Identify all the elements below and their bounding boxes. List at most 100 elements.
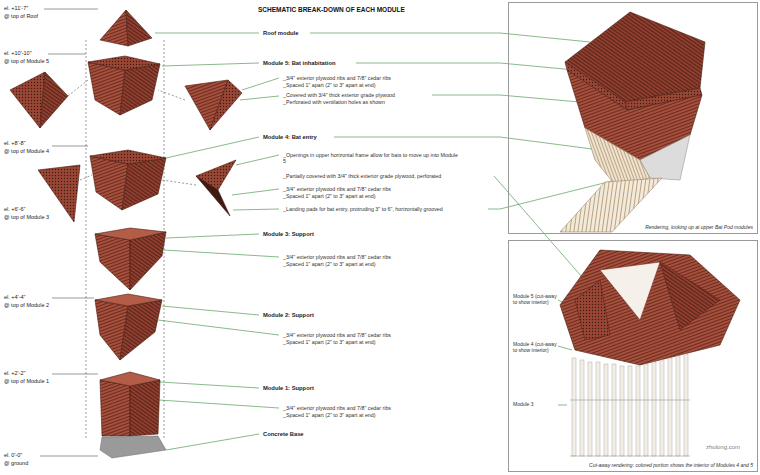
leader-line (236, 155, 279, 165)
module-shell (560, 250, 740, 365)
module-callout: Module 3: Support (263, 231, 314, 238)
leader-line (159, 400, 279, 408)
elevation-label: el. +2'-2" (4, 370, 26, 377)
cladding-piece (196, 176, 230, 216)
module-3 (95, 228, 166, 290)
rib-slat (652, 362, 656, 456)
leader-line (158, 320, 279, 335)
leader-line (160, 382, 259, 388)
leader-line (155, 33, 279, 450)
module-face (100, 380, 130, 436)
roof-face (100, 10, 128, 46)
module-tag: Module 4 (cut-away to show interior) (513, 341, 557, 353)
module-tag: Module 3 (513, 401, 557, 407)
spec-note: _Perforated with ventilation holes as sh… (283, 99, 385, 105)
elevation-label: @ top of Module 2 (4, 302, 49, 309)
elevation-tick (44, 9, 98, 10)
module-face (90, 156, 128, 210)
module-callout: Concrete Base (263, 431, 304, 438)
leader-line (233, 209, 279, 210)
leader-line (240, 96, 279, 100)
pod-rendering (560, 12, 705, 232)
rib-slat (636, 366, 640, 456)
rib-slat (660, 360, 664, 456)
elevation-tick (52, 146, 88, 147)
rib-frame (570, 456, 690, 457)
module-4 (38, 150, 236, 222)
module-face (120, 300, 162, 360)
leader-line (166, 434, 259, 450)
elevation-label: el. +11'-7" (4, 5, 28, 12)
rendering-caption: Rendering, looking up at upper Bat Pod m… (645, 224, 753, 230)
elevation-label: el. +4'-4" (4, 294, 26, 301)
support-column (560, 178, 662, 232)
cutaway-rendering (560, 250, 740, 456)
spec-note: _Landing pads for bat entry, protruding … (283, 206, 443, 212)
module-callout: Module 5: Bat inhabitation (263, 60, 335, 67)
spec-note: _Partially covered with 3/4" thick exter… (283, 173, 441, 179)
leader-line (242, 78, 279, 90)
spec-note: _Spaced 1" apart (2" to 3" apart at end) (283, 82, 376, 88)
module-face (130, 232, 166, 290)
rib-slat (676, 356, 680, 456)
rib-slat (580, 360, 584, 456)
module-callout: Module 1: Support (263, 385, 314, 392)
rib-slat (572, 358, 576, 456)
rendering-panel: Module 5 (cut-away to show interior) Modu… (508, 240, 758, 472)
diagram-title: SCHEMATIC BREAK-DOWN OF EACH MODULE (258, 6, 405, 14)
rib-slat (612, 364, 616, 456)
leader-line (166, 137, 259, 158)
spec-note: _Spaced 1" apart (2" to 3" apart at end) (283, 412, 376, 418)
elevation-tick (52, 374, 98, 375)
roof-module (100, 10, 152, 46)
elevation-tick (40, 456, 98, 457)
rib-slat (588, 362, 592, 456)
module-5 (10, 56, 242, 130)
leader-line (334, 137, 600, 150)
rib-slat (684, 354, 688, 456)
elevation-label: el. 0'-0" (4, 452, 22, 459)
module-face (122, 158, 166, 210)
module-1 (100, 372, 160, 436)
elevation-label: @ top of Roof (4, 13, 38, 20)
cladding-piece (196, 160, 236, 190)
concrete-base (100, 436, 166, 458)
elevation-label: @ top of Module 3 (4, 214, 49, 221)
leader-line (232, 189, 279, 195)
elevation-label: el. +8'-8" (4, 140, 26, 147)
rib-slat (628, 366, 632, 456)
leader-line (164, 250, 279, 257)
support-slats (572, 354, 688, 456)
cladding-piece (40, 72, 68, 128)
roof-face (126, 10, 152, 46)
module-tag: Module 5 (cut-away to show interior) (513, 293, 557, 305)
leader-line (162, 306, 259, 315)
spec-note: _3/4" exterior plywood ribs and 7/8" ced… (283, 186, 391, 192)
spec-note: _Spaced 1" apart (2" to 3" apart at end) (283, 339, 376, 345)
module-2 (95, 294, 162, 360)
elevation-label: @ top of Module 1 (4, 378, 49, 385)
leader-line (155, 33, 259, 34)
module-callout: Module 4: Bat entry (263, 134, 317, 141)
cladding-piece (10, 72, 45, 128)
rib-slat (620, 366, 624, 456)
dashed-guide (80, 175, 92, 180)
module-face (120, 64, 160, 115)
elevation-tick (48, 54, 86, 55)
spec-note: _Spaced 1" apart (2" to 3" apart at end) (283, 193, 376, 199)
spec-note: _3/4" exterior plywood ribs and 7/8" ced… (283, 254, 391, 260)
module-callout: Roof module (263, 30, 298, 37)
rib-slat (644, 364, 648, 456)
module-top (90, 150, 166, 164)
rib-frame (570, 400, 690, 401)
interior-cut (600, 262, 660, 320)
module-top (95, 228, 166, 240)
rendering-panel: Rendering, looking up at upper Bat Pod m… (508, 2, 758, 234)
spec-note: _Openings in upper horizontal frame allo… (283, 152, 458, 165)
module-face (130, 380, 160, 436)
cladding-piece (38, 165, 80, 222)
module-callout: Module 2: Support (263, 312, 314, 319)
elevation-tick (40, 9, 98, 456)
rib-slat (668, 358, 672, 456)
